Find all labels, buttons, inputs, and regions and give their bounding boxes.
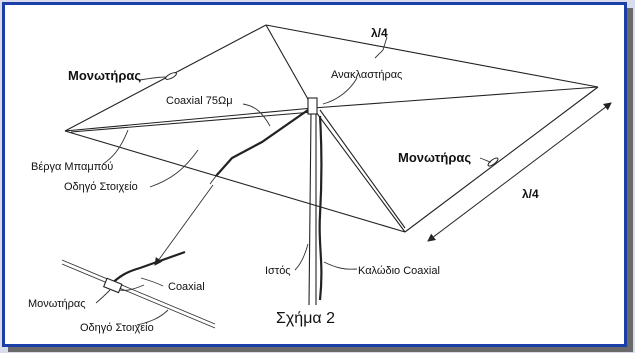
- label-coax-cable: Καλώδιο Coaxial: [358, 265, 440, 277]
- label-reflector: Ανακλαστήρας: [331, 69, 402, 81]
- leader-coax-75: [242, 103, 271, 127]
- leader-coax-cable: [323, 261, 358, 270]
- frame-edge-bottom-left: [64, 130, 406, 233]
- leader-insulator-right: [479, 157, 492, 163]
- labels: λ/4 Μονωτήρας Ανακλαστήρας Coaxial 75Ωμ …: [28, 26, 539, 334]
- label-insulator-left: Μονωτήρας: [68, 68, 141, 83]
- leader-driven-element: [149, 149, 199, 188]
- insulator-right-shape: [487, 157, 499, 167]
- leader-mast: [294, 243, 309, 271]
- coax-75-feed: [215, 109, 309, 177]
- detail-driven-wire-lower: [61, 263, 216, 329]
- spreader-top: [265, 24, 314, 109]
- dimension-arrows: [427, 102, 612, 242]
- spreader-left-inner: [70, 111, 314, 133]
- detail-insulator-block: [102, 277, 123, 294]
- frame-shadow-right: [627, 8, 633, 350]
- label-detail-coax: Coaxial: [168, 281, 205, 293]
- label-bamboo-rod: Βέργα Μπαμπού: [31, 161, 113, 173]
- frame-shadow-bottom: [8, 347, 633, 352]
- leader-bamboo-rod: [102, 129, 129, 165]
- hub-block: [307, 97, 318, 115]
- leader-lambda-top: [374, 36, 388, 59]
- leader-detail-driven: [136, 309, 169, 326]
- mast-left-edge: [308, 113, 312, 306]
- driven-tie: [209, 175, 217, 185]
- insulator-left-shape: [165, 72, 177, 80]
- detail-driven-wire-upper: [61, 259, 216, 325]
- leader-detail-coax: [140, 277, 164, 287]
- label-lambda-top: λ/4: [371, 26, 388, 40]
- leader-lines: [95, 36, 492, 326]
- label-driven-element: Οδηγό Στοιχείο: [64, 181, 138, 193]
- figure-caption: Σχήμα 2: [276, 310, 335, 327]
- label-detail-driven-element: Οδηγό Στοιχείο: [80, 322, 154, 334]
- figure-border: [2, 2, 627, 347]
- label-insulator-right: Μονωτήρας: [398, 150, 471, 165]
- leader-detail-insulator: [95, 289, 111, 304]
- spreader-right: [312, 86, 599, 109]
- label-mast: Ιστός: [265, 265, 291, 277]
- spreader-bottom-inner: [319, 109, 406, 229]
- detail-pointer-arrow: [154, 184, 214, 266]
- leader-insulator-left: [139, 76, 167, 81]
- hub: [307, 97, 318, 115]
- label-coax-75: Coaxial 75Ωμ: [166, 95, 233, 107]
- label-lambda-right: λ/4: [522, 187, 539, 201]
- frame-edge-top-right: [265, 24, 599, 88]
- lambda-right-arrow-b: [427, 102, 612, 242]
- detail-inset: [61, 250, 216, 329]
- insulators: [165, 72, 499, 167]
- spreader-bottom: [315, 111, 406, 233]
- spreader-left: [64, 107, 314, 132]
- mast: [308, 113, 317, 306]
- leader-reflector: [322, 77, 358, 105]
- antenna-frame: [64, 24, 599, 233]
- coax-cable-down-mast: [318, 115, 323, 301]
- label-detail-insulator: Μονωτήρας: [28, 298, 86, 310]
- frame-edge-bottom-right: [404, 86, 599, 233]
